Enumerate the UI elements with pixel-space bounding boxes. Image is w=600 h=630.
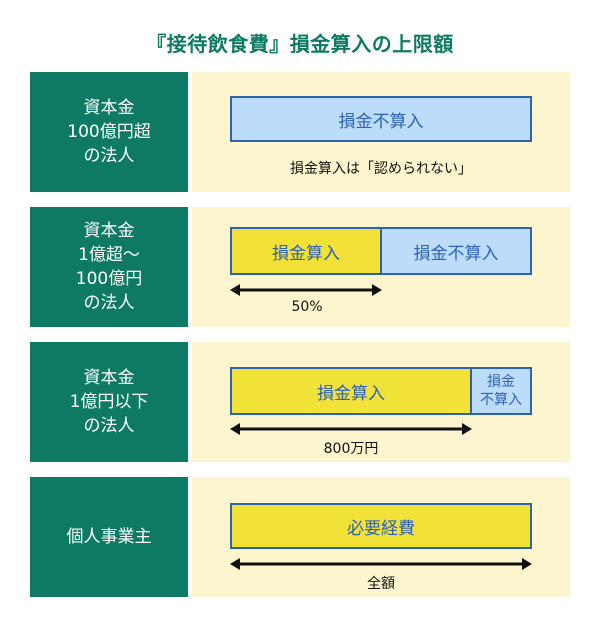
row-note: 損金算入は「認められない」 [290, 161, 472, 177]
row-label: 個人事業主 [30, 477, 188, 597]
row-over-10b: 資本金 100億円超 の法人 損金不算入 損金算入は「認められない」 [30, 72, 570, 192]
row-label: 資本金 1億超〜 100億円 の法人 [30, 207, 188, 327]
row-note: 800万円 [323, 441, 379, 457]
row-100m-to-10b: 資本金 1億超〜 100億円 の法人 損金算入 損金不算入 50% [30, 207, 570, 327]
bar-non-deductible: 損金不算入 [380, 227, 532, 275]
row-note: 全額 [367, 576, 395, 592]
row-note: 50% [291, 299, 323, 315]
row-label: 資本金 1億円以下 の法人 [30, 342, 188, 462]
bar-deductible: 損金算入 [230, 367, 472, 415]
span-arrow [230, 422, 472, 436]
bar-non-deductible: 損金 不算入 [470, 367, 532, 415]
span-arrow [230, 283, 382, 297]
diagram-title: 『接待飲食費』損金算入の上限額 [146, 32, 454, 56]
span-arrow [230, 557, 532, 571]
bar-non-deductible: 損金不算入 [230, 96, 532, 142]
bar-deductible: 損金算入 [230, 227, 382, 275]
bar-necessary-expense: 必要経費 [230, 503, 532, 549]
row-under-100m: 資本金 1億円以下 の法人 損金算入 損金 不算入 800万円 [30, 342, 570, 462]
row-sole-proprietor: 個人事業主 必要経費 全額 [30, 477, 570, 597]
row-label: 資本金 100億円超 の法人 [30, 72, 188, 192]
